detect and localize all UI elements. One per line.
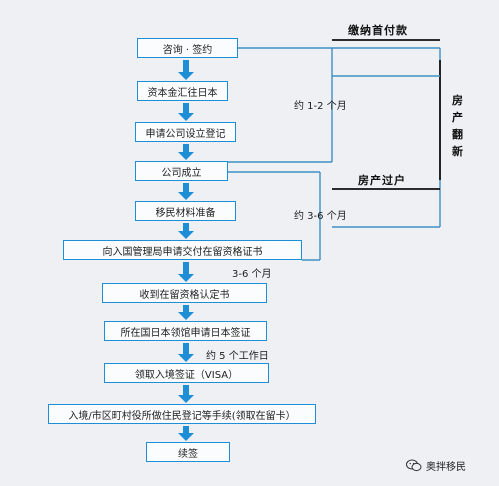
- step-receive-coe: 收到在留资格认定书: [102, 283, 267, 303]
- down-arrow: [178, 426, 194, 441]
- transfer-label: 房产过户: [358, 174, 406, 187]
- step-company-established: 公司成立: [135, 161, 228, 181]
- down-arrow: [178, 223, 194, 239]
- down-arrow: [178, 60, 194, 80]
- step-receive-visa: 领取入境签证（VISA）: [104, 363, 269, 383]
- duration-note: 约 3-6 个月: [294, 211, 347, 222]
- step-consult: 咨询 · 签约: [137, 38, 238, 58]
- down-arrow: [178, 103, 194, 121]
- down-payment-label: 缴纳首付款: [348, 24, 408, 37]
- renovation-char: 新: [452, 145, 463, 158]
- down-arrow: [178, 343, 194, 362]
- step-renewal: 续签: [146, 442, 230, 462]
- renovation-char: 房: [452, 94, 463, 107]
- down-arrow: [178, 183, 194, 200]
- step-immigration-docs: 移民材料准备: [135, 201, 236, 221]
- duration-note: 约 1-2 个月: [294, 101, 347, 112]
- step-entry-registration: 入境/市区町村役所做住民登记等手续(领取在留卡）: [48, 404, 316, 424]
- wechat-icon: [406, 459, 422, 472]
- watermark: 奥拌移民: [406, 458, 466, 473]
- watermark-text: 奥拌移民: [426, 462, 466, 473]
- step-apply-company: 申请公司设立登记: [135, 122, 236, 142]
- down-arrow: [178, 262, 194, 282]
- renovation-char: 翻: [452, 128, 463, 141]
- step-apply-visa: 所在国日本领馆申请日本签证: [104, 321, 267, 341]
- renovation-char: 产: [452, 111, 463, 124]
- step-funds: 资本金汇往日本: [137, 81, 228, 101]
- down-arrow: [178, 144, 194, 160]
- duration-note: 约 5 个工作日: [206, 351, 269, 362]
- down-arrow: [178, 385, 194, 403]
- renovation-label: 房 产 翻 新: [452, 92, 463, 160]
- step-submit-coe: 向入国管理局申请交付在留资格证书: [63, 240, 302, 260]
- duration-note: 3-6 个月: [232, 269, 272, 280]
- down-arrow: [178, 305, 194, 320]
